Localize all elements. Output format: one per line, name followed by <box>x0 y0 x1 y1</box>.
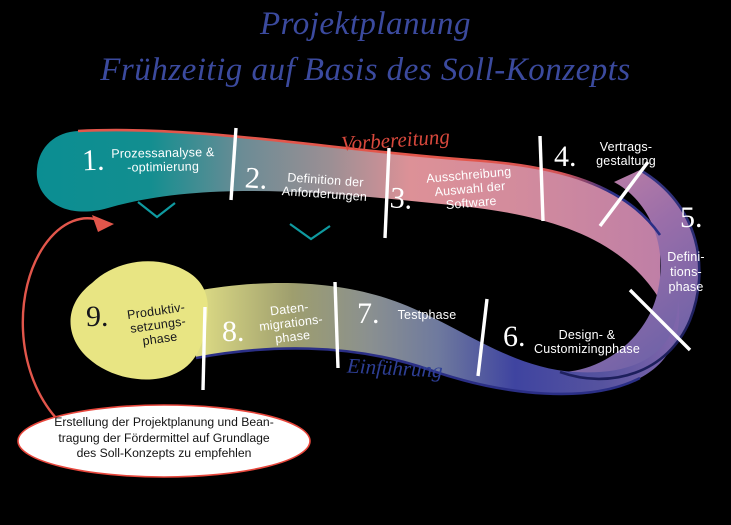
step-6-number: 6. <box>503 320 526 353</box>
step-6-label: Design- & Customizingphase <box>533 328 641 356</box>
page-title-line1: Projektplanung <box>259 6 472 42</box>
step-7-number: 7. <box>357 297 380 330</box>
top-edge-stroke <box>77 128 662 236</box>
chevron-icon-group <box>137 201 331 241</box>
bottom-ribbon-body <box>196 282 680 394</box>
step-8-number: 8. <box>222 315 245 348</box>
step-9-number: 9. <box>86 300 109 333</box>
step-5-number: 5. <box>680 201 703 234</box>
callout-ellipse <box>17 404 311 478</box>
step-1-number: 1. <box>81 143 106 178</box>
step-1-label: Prozessanalyse & -optimierung <box>111 145 215 175</box>
step-7-label: Testphase <box>397 308 457 322</box>
turn-edge-stroke <box>559 168 701 381</box>
page-title-line2: Frühzeitig auf Basis des Soll-Konzepts <box>100 52 631 88</box>
step-4-number: 4. <box>554 140 577 173</box>
step-separators <box>201 127 692 391</box>
top-ribbon-body <box>36 130 661 300</box>
step-5-label: Defini- tions- phase <box>667 250 705 294</box>
chevron-down-icon <box>289 223 331 241</box>
step-9-blob <box>70 261 208 380</box>
bottom-edge-stroke <box>195 347 641 396</box>
chevron-down-icon <box>137 201 176 219</box>
callout-text: Erstellung der Projektplanung und Bean- … <box>54 415 274 460</box>
arrow-head-icon <box>92 215 114 232</box>
phase-label-introduction: Einführung <box>346 353 444 383</box>
recommendation-arrow <box>21 215 114 419</box>
step-4-label: Vertrags- gestaltung <box>596 140 656 168</box>
